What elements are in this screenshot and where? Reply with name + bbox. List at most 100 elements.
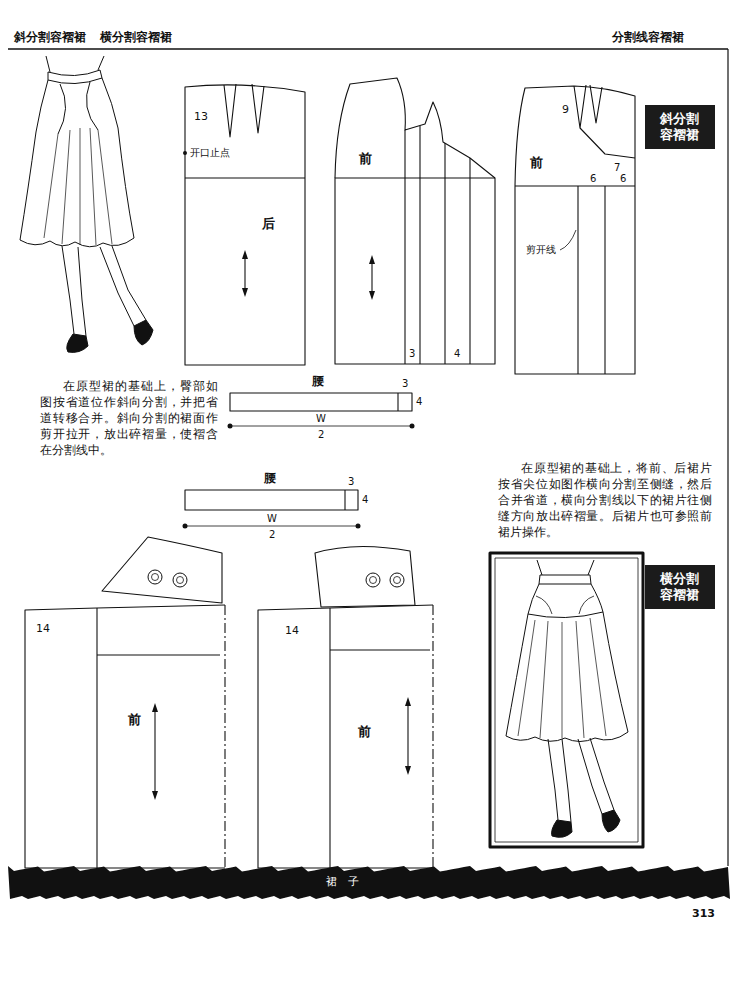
pattern-outline [181,470,371,512]
skirt-illustration [67,334,88,352]
pattern-line [604,186,605,374]
grain-arrow [407,703,408,769]
pattern-line [335,178,495,364]
pattern-line [258,605,433,868]
callout-number: 14 [285,625,299,638]
button-symbol [390,573,404,587]
pattern-line [102,537,222,603]
pattern-line [185,85,305,365]
dimension-number: 3 [348,476,354,488]
pattern-line [444,143,445,364]
pattern-line [574,85,586,128]
callout-number: 14 [36,623,50,636]
pattern-line [335,78,495,178]
pattern-line [185,177,305,178]
pattern-line [96,608,97,868]
button-symbol [366,573,380,587]
pattern-outline [255,525,440,875]
callout-number: 7 [614,162,620,174]
callout-number: 3 [409,348,415,360]
pattern-line [404,130,405,364]
grain-arrow [244,256,245,291]
grain-arrow-head [405,697,411,775]
pattern-line [577,186,578,374]
pattern-line [230,393,412,411]
description-note: 在原型裙的基础上，将前、后裙片按省尖位如图作横向分割至侧缝，然后合并省道，横向分… [498,460,712,540]
skirt-illustration [552,820,572,837]
leader-line [560,230,576,250]
grain-arrow [154,709,155,794]
dimension-number: 4 [416,396,422,408]
callout-number: 6 [590,173,596,185]
pattern-line [515,86,635,374]
footer-band: 裙 子 [8,864,730,902]
dimension-end-dot [356,524,361,529]
pattern-outline [226,372,418,414]
piece-name: 前 [358,725,371,740]
front-pattern-piece: 14 前 [20,525,232,875]
skirt-illustration [506,584,539,736]
pattern-outline [8,864,730,902]
skirt-illustration [506,732,628,742]
dimension-line [185,526,358,527]
torn-band [8,866,730,899]
pattern-line [590,85,602,123]
header-rule [8,48,728,50]
skirt-illustration [48,70,102,84]
front-pattern-piece: 14 前 [255,525,440,875]
pattern-line [515,185,635,186]
skirt-illustration [602,810,620,832]
button-symbol [152,574,159,581]
button-symbol [370,577,377,584]
skirt-illustration [46,56,104,72]
dimension-end-dot [228,424,233,429]
skirt-illustration [102,78,134,238]
skirt-illustration [548,738,614,822]
piece-name: 腰 [312,375,324,389]
skirt-illustration [518,618,606,738]
callout-number: 6 [620,173,626,185]
dimension-line [230,426,412,427]
skirt-illustration [591,584,628,732]
front-pattern-piece: 前34 [325,72,501,370]
waistband-piece: 腰 [181,470,371,512]
dimension-number: 2 [318,429,324,441]
callout-number: 13 [194,111,208,124]
dimension-number: 2 [269,529,275,541]
skirt-illustration [62,246,146,336]
tab-title: 横分割容褶裙 [660,571,700,602]
pattern-line [315,546,415,607]
dimension-end-dot [410,424,415,429]
tab-title: 斜分割容褶裙 [660,111,700,142]
skirt-illustration [537,560,594,575]
pattern-line [330,649,430,650]
pattern-line [329,608,330,868]
illustration-frame [490,553,643,847]
button-symbol [173,573,187,587]
skirt-illustration [20,238,134,247]
piece-name: 前 [128,713,141,728]
piece-name: 前 [530,156,543,171]
pattern-line [580,128,635,158]
callout-number: 9 [562,104,569,117]
piece-name: 后 [262,217,275,232]
callout-number: 4 [454,348,460,360]
piece-name: 腰 [264,472,276,486]
button-symbol [394,577,401,584]
section-tab: 横分割容褶裙 [645,565,715,609]
skirt-illustration [44,128,112,245]
dimension-end-dot [183,524,188,529]
pattern-line [419,126,420,364]
pattern-line [97,654,220,655]
dimension-number: 3 [402,378,408,390]
fold-line [224,605,225,868]
dimension-symbol: W [267,513,277,525]
button-symbol [177,577,184,584]
description-note: 在原型裙的基础上，臀部如图按省道位作斜向分割，并把省道转移合并。斜向分割的裙面作… [40,378,218,458]
grain-arrow-head [152,703,158,800]
fold-line [432,605,433,868]
